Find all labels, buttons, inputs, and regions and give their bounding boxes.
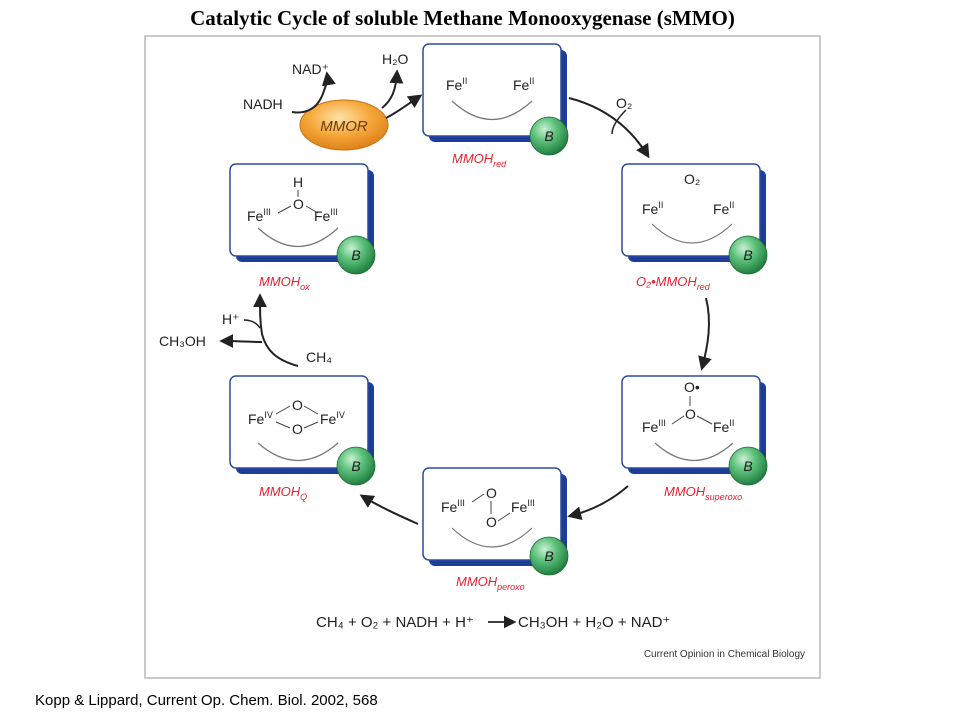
fe-left-label: FeIII <box>441 498 465 515</box>
sphere-b-label: B <box>351 247 360 263</box>
o-bridge-label: O <box>685 406 696 422</box>
arrow-q-to-ox-via-methane <box>253 293 299 367</box>
fe-right-label: FeIV <box>320 410 345 427</box>
water-out-label: H₂O <box>382 51 409 67</box>
sphere-b <box>728 446 768 486</box>
state-box <box>422 467 562 561</box>
sphere-b-label: B <box>351 458 360 474</box>
sphere-b <box>529 536 569 576</box>
sphere-b <box>529 116 569 156</box>
sphere-b-label: B <box>544 548 553 564</box>
mmor-label: MMOR <box>320 118 368 135</box>
h-plus-curl <box>243 319 261 329</box>
arrow-peroxo-to-q <box>359 494 419 525</box>
equation-lhs: CH₄ + O₂ + NADH + H⁺ <box>316 614 474 631</box>
sphere-b <box>728 235 768 275</box>
water-release-arrow <box>381 69 404 109</box>
bond-line <box>303 405 319 415</box>
o-top-label: O <box>292 397 303 413</box>
ligand-o2-label: O₂ <box>684 171 700 187</box>
sphere-b <box>336 446 376 486</box>
fe-left-label: FeIV <box>248 410 273 427</box>
state-box <box>229 375 369 469</box>
state-label: O₂•MMOHred <box>636 274 711 292</box>
state-label: MMOHox <box>259 274 310 292</box>
methanol-label: CH₃OH <box>159 333 206 349</box>
bond-line <box>303 421 319 429</box>
o2-in-label: O₂ <box>616 95 632 111</box>
bond-line <box>305 205 319 214</box>
equation-rhs: CH₃OH + H₂O + NAD⁺ <box>518 614 670 631</box>
arrow-o2red-to-superoxo <box>698 297 712 371</box>
electron-to-red-arrow <box>385 94 423 119</box>
fe-right-label: FeII <box>513 76 534 93</box>
state-box <box>422 43 562 137</box>
sphere-b <box>336 235 376 275</box>
state-box <box>621 163 761 257</box>
mmor-group: MMOR NADH NAD⁺ H₂O <box>243 51 423 151</box>
fe-left-label: FeII <box>446 76 467 93</box>
fe-left-label: FeIII <box>247 207 271 224</box>
fe-right-label: FeII <box>713 200 734 217</box>
o-label: O <box>293 196 304 212</box>
bond-line <box>275 421 291 429</box>
fe-left-label: FeIII <box>642 418 666 435</box>
state-label: MMOHQ <box>259 484 307 502</box>
arrow-superoxo-to-peroxo <box>567 485 629 521</box>
o-bottom-label: O <box>486 514 497 530</box>
nad-plus-label: NAD⁺ <box>292 61 329 77</box>
o-radical-label: O• <box>684 379 700 395</box>
arrow-methanol-release <box>219 334 263 349</box>
state-o2-mmoh-red: O₂ FeII FeII B O₂•MMOHred <box>621 163 768 292</box>
state-label: MMOHsuperoxo <box>664 484 742 502</box>
h-plus-label: H⁺ <box>222 311 240 327</box>
bond-line <box>471 493 485 503</box>
fe-left-label: FeII <box>642 200 663 217</box>
active-site-arc <box>651 223 733 244</box>
nadh-label: NADH <box>243 96 283 112</box>
h-label: H <box>293 174 303 190</box>
mmor-ellipse <box>299 99 389 151</box>
methane-label: CH₄ <box>306 349 332 365</box>
bond-line <box>696 415 713 425</box>
state-mmoh-superoxo: O• O FeIII FeII B MMOHsuperoxo <box>621 375 768 502</box>
fe-right-label: FeIII <box>511 498 535 515</box>
state-label: MMOHred <box>452 151 507 169</box>
state-label: MMOHperoxo <box>456 574 525 592</box>
citation: Kopp & Lippard, Current Op. Chem. Biol. … <box>35 692 378 709</box>
nadh-to-nad-arrow <box>291 71 336 114</box>
sphere-b-label: B <box>743 458 752 474</box>
bond-line <box>277 205 292 214</box>
sphere-b-label: B <box>544 128 553 144</box>
bond-line <box>671 415 685 425</box>
active-site-arc <box>451 527 533 548</box>
fe-right-label: FeIII <box>314 207 338 224</box>
active-site-arc <box>451 100 533 121</box>
bond-line <box>275 405 291 415</box>
state-mmoh-ox: H O FeIII FeIII B MMOHox <box>229 163 376 292</box>
o-top-label: O <box>486 485 497 501</box>
bond-line <box>497 512 511 522</box>
slide-title: Catalytic Cycle of soluble Methane Monoo… <box>190 6 735 30</box>
o2-binding-curl <box>611 109 627 135</box>
state-mmoh-red: FeII FeII B MMOHred <box>422 43 569 169</box>
active-site-arc <box>654 442 734 462</box>
state-mmoh-peroxo: O O FeIII FeIII B MMOHperoxo <box>422 467 569 592</box>
o-bottom-label: O <box>292 421 303 437</box>
sphere-b-label: B <box>743 247 752 263</box>
active-site-arc <box>257 227 339 248</box>
active-site-arc <box>257 442 339 462</box>
state-mmoh-q: O O FeIV FeIV B MMOHQ <box>229 375 376 502</box>
fe-right-label: FeII <box>713 418 734 435</box>
source-credit: Current Opinion in Chemical Biology <box>644 649 805 660</box>
